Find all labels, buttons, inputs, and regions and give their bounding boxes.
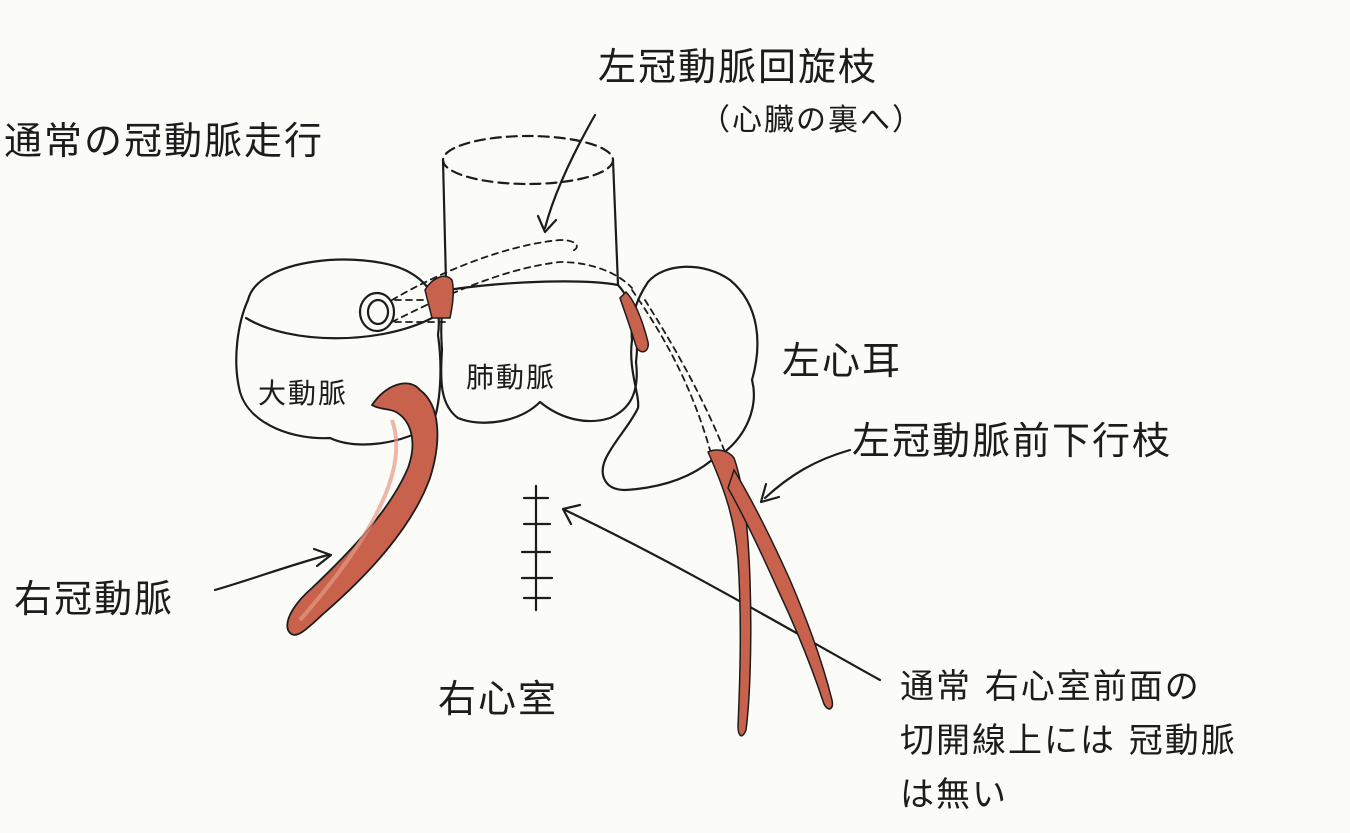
left-main-stem bbox=[424, 275, 454, 319]
pulmonary-artery-outline bbox=[440, 280, 639, 424]
circumflex-segment bbox=[619, 290, 649, 353]
lcx-arrow bbox=[536, 113, 597, 234]
aortic-ostium bbox=[358, 291, 396, 333]
diagonal-branch bbox=[727, 468, 834, 710]
right-coronary-label: 右冠動脈 bbox=[14, 577, 175, 621]
incision-line bbox=[520, 484, 554, 612]
diagram-title: 通常の冠動脈走行 bbox=[4, 119, 325, 163]
note-line-2: 切開線上には 冠動脈 bbox=[900, 721, 1237, 761]
left-atrial-appendage-outline bbox=[601, 265, 759, 492]
pulmonary-artery-label: 肺動脈 bbox=[466, 361, 557, 394]
lcx-dashed-course bbox=[391, 239, 726, 453]
lcx-sublabel: （心臓の裏へ） bbox=[700, 103, 924, 138]
lad-label: 左冠動脈前下行枝 bbox=[852, 419, 1173, 463]
incision-note: 通常 右心室前面の 切開線上には 冠動脈 は無い bbox=[900, 660, 1320, 822]
aorta-label: 大動脈 bbox=[258, 377, 349, 410]
lcx-label: 左冠動脈回旋枝 bbox=[598, 45, 879, 89]
incision-arrow bbox=[561, 503, 882, 682]
right-ventricle-label: 右心室 bbox=[438, 677, 559, 721]
rca-arrow bbox=[213, 547, 333, 592]
lad-arrow bbox=[759, 448, 852, 504]
note-line-1: 通常 右心室前面の bbox=[900, 667, 1201, 707]
left-anterior-descending bbox=[707, 449, 752, 737]
left-atrial-appendage-label: 左心耳 bbox=[782, 339, 903, 383]
right-coronary-artery bbox=[286, 382, 439, 636]
note-line-3: は無い bbox=[900, 775, 1008, 815]
pulmonary-trunk-cylinder bbox=[441, 134, 620, 287]
